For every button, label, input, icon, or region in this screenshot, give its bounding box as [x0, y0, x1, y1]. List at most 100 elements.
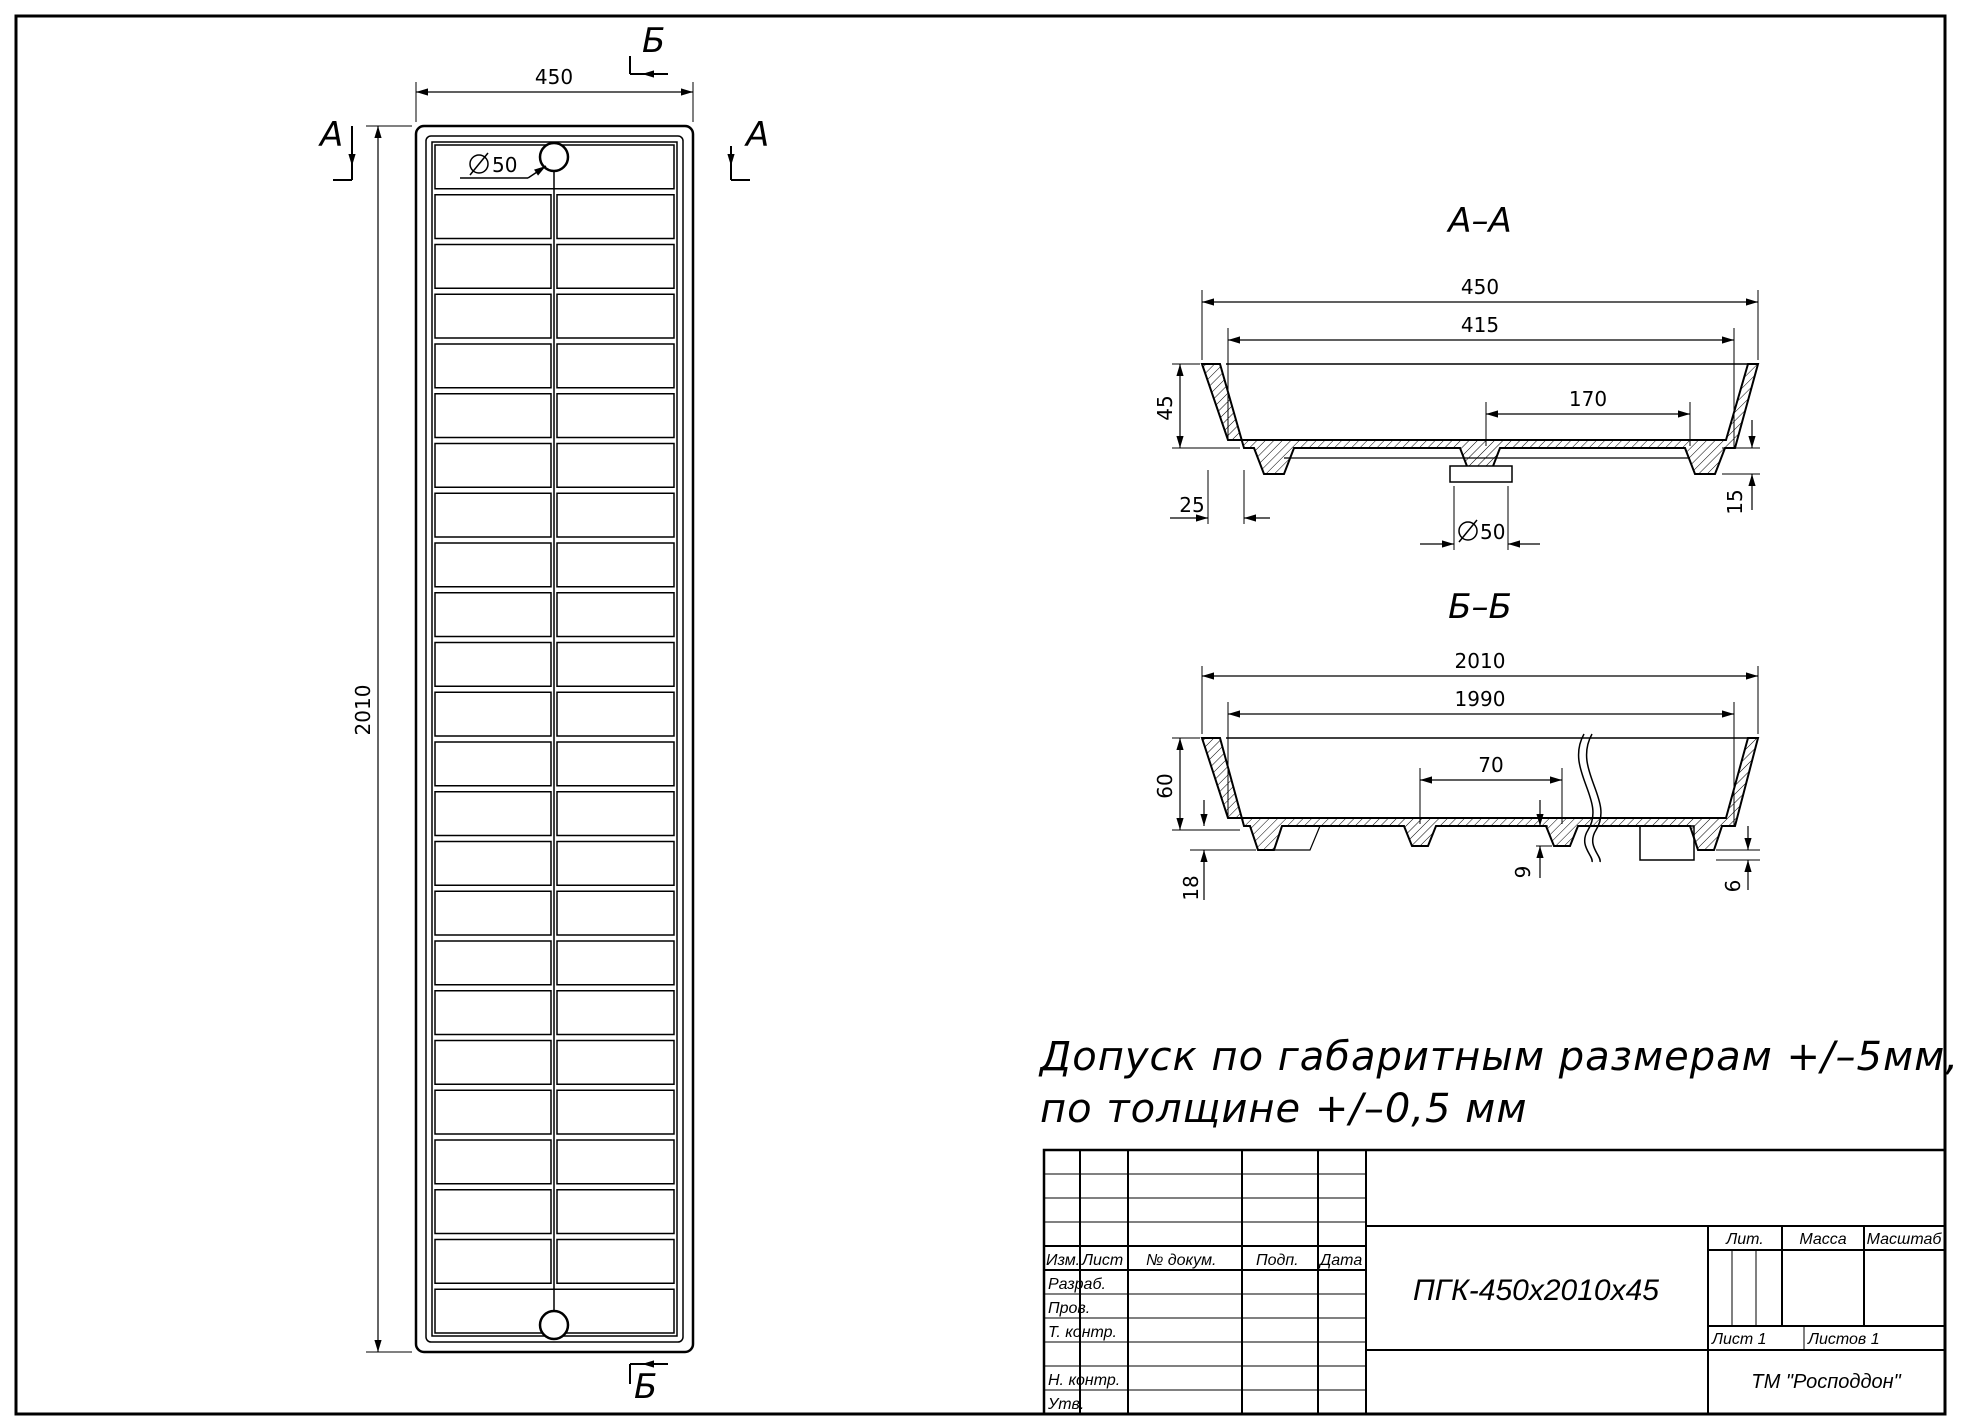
pallet-cell	[556, 1139, 675, 1185]
pallet-cell	[434, 791, 552, 837]
pallet-outline-inner	[425, 135, 684, 1343]
pallet-cell	[434, 393, 552, 439]
pallet-cell	[556, 1238, 675, 1284]
tb-list: Лист	[1081, 1252, 1123, 1269]
pallet-cell	[434, 990, 552, 1036]
pallet-cell	[434, 592, 552, 638]
section-aa-title: А–А	[1446, 201, 1512, 241]
tb-designation: ПГК-450x2010x45	[1413, 1274, 1659, 1307]
pallet-cell	[434, 194, 552, 240]
pallet-cell	[556, 442, 675, 488]
aa-overall-dim: 450	[1461, 275, 1499, 299]
tb-sheets: Листов 1	[1807, 1331, 1880, 1348]
tb-massa: Масса	[1799, 1231, 1846, 1248]
pallet-cell	[556, 194, 675, 240]
pallet-cell	[556, 840, 675, 886]
pallet-cell	[434, 492, 552, 538]
pallet-cell	[556, 890, 675, 936]
section-aa: А–А 450 415 170 45 25 15	[1153, 201, 1760, 550]
pallet-cell	[556, 293, 675, 339]
pallet-cell	[434, 1189, 552, 1235]
pallet-cell	[556, 343, 675, 389]
tb-prov: Пров.	[1048, 1300, 1090, 1317]
pallet-cell	[434, 542, 552, 588]
pallet-cell	[556, 1089, 675, 1135]
plan-hole-dim: 50	[492, 153, 517, 177]
sheet-frame	[14, 14, 1947, 1416]
aa-hole-dim: 50	[1480, 520, 1505, 544]
pallet-cell	[434, 442, 552, 488]
tb-lit: Лит.	[1725, 1231, 1763, 1248]
aa-foot-dim: 15	[1723, 489, 1747, 514]
aa-height-dim: 45	[1153, 395, 1177, 420]
pallet-cell	[434, 343, 552, 389]
pallet-cell	[434, 691, 552, 737]
pallet-cell	[434, 641, 552, 687]
diameter-symbol-icon	[469, 152, 489, 176]
tolerance-note-line2: по толщине +/–0,5 мм	[1040, 1086, 1528, 1132]
plan-view: 50 450 2010 А А Б Б	[318, 21, 769, 1407]
pallet-cell	[556, 791, 675, 837]
title-block	[1042, 1148, 1947, 1416]
pallet-cell	[434, 840, 552, 886]
section-b-label-bottom: Б	[634, 1367, 657, 1407]
section-b-label-top: Б	[642, 21, 665, 61]
section-bb-title: Б–Б	[1448, 587, 1512, 627]
pallet-cell	[556, 641, 675, 687]
plan-width-dim: 450	[535, 65, 573, 89]
pallet-cell	[434, 243, 552, 289]
section-bb: Б–Б 2010 1990 70 60 18 9	[1153, 587, 1760, 901]
pallet-cell	[556, 393, 675, 439]
section-a-label-left: А	[318, 115, 343, 155]
pallet-cell	[556, 243, 675, 289]
tb-nkontr: Н. контр.	[1048, 1372, 1120, 1389]
pallet-cell	[434, 1238, 552, 1284]
pallet-cell	[556, 1039, 675, 1085]
section-bb-profile	[1200, 737, 1760, 851]
aa-pitch-dim: 170	[1569, 387, 1607, 411]
plan-length-dim: 2010	[351, 685, 375, 736]
pallet-cell	[556, 542, 675, 588]
pallet-cells	[434, 142, 675, 1336]
pallet-cell	[556, 990, 675, 1036]
bb-pitch-dim: 70	[1478, 753, 1503, 777]
bb-foot-dim: 18	[1179, 875, 1203, 900]
drain-hole-bottom	[538, 1309, 570, 1341]
pallet-cell	[434, 1039, 552, 1085]
tb-date: Дата	[1318, 1252, 1362, 1269]
pallet-cell	[434, 741, 552, 787]
pallet-cell	[556, 1189, 675, 1235]
pallet-cell	[556, 741, 675, 787]
diameter-symbol-icon	[1458, 519, 1478, 543]
tb-razrab: Разраб.	[1048, 1276, 1106, 1293]
pallet-cell	[434, 293, 552, 339]
bb-overall-dim: 2010	[1455, 649, 1506, 673]
aa-edge-dim: 25	[1179, 493, 1204, 517]
pallet-cell	[556, 492, 675, 538]
pallet-cell	[434, 1089, 552, 1135]
pallet-cell	[556, 592, 675, 638]
drain-hole-top	[538, 141, 570, 173]
tb-sign: Подп.	[1256, 1252, 1299, 1269]
aa-inner-dim: 415	[1461, 313, 1499, 337]
tb-utv: Утв.	[1047, 1396, 1084, 1413]
tb-tkontr: Т. контр.	[1048, 1324, 1117, 1341]
bb-end-dim: 6	[1721, 880, 1745, 893]
tolerance-note-line1: Допуск по габаритным размерам +/–5мм,	[1038, 1034, 1959, 1080]
pallet-cell	[434, 940, 552, 986]
bb-height-dim: 60	[1153, 773, 1177, 798]
tb-company: ТМ "Росподдон"	[1751, 1371, 1901, 1393]
pallet-cell	[556, 691, 675, 737]
pallet-cell	[556, 940, 675, 986]
pallet-cell	[434, 1139, 552, 1185]
section-a-label-right: А	[744, 115, 769, 155]
tb-docnum: № докум.	[1146, 1252, 1216, 1269]
pallet-outline-outer	[414, 124, 695, 1354]
pallet-cell	[434, 890, 552, 936]
tb-izm: Изм.	[1046, 1252, 1080, 1269]
bb-rib-dim: 9	[1511, 866, 1535, 879]
bb-inner-dim: 1990	[1455, 687, 1506, 711]
tb-sheet: Лист 1	[1711, 1331, 1767, 1348]
tb-masshtab: Масштаб	[1867, 1231, 1943, 1248]
